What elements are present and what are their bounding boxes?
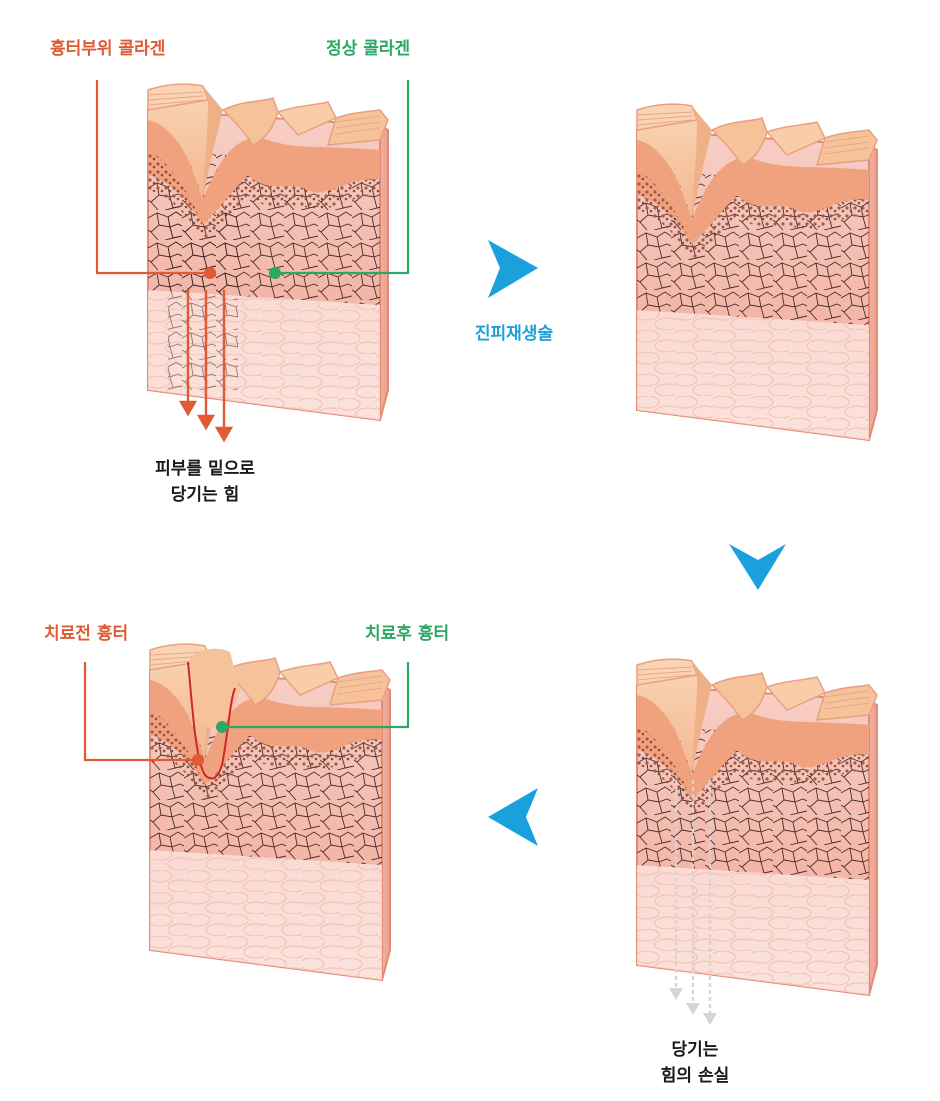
after-treatment-dot [216, 721, 228, 733]
pull-force-label-line2: 당기는 힘 [171, 484, 239, 505]
scar-collagen-label: 흉터부위 콜라겐 [50, 38, 165, 59]
lost-force-label-line1: 당기는 [672, 1040, 719, 1060]
skin-block-4 [150, 644, 390, 980]
left-arrow-icon [488, 788, 538, 846]
panel-2 [637, 104, 877, 440]
panel-3: 당기는 힘의 손실 [637, 659, 877, 1086]
skin-block-2 [637, 104, 877, 440]
panel-4: 치료전 흉터 치료후 흉터 [44, 623, 449, 980]
pull-force-label-line1: 피부를 밑으로 [155, 459, 255, 479]
skin-block-3 [637, 659, 877, 995]
down-arrow-icon [729, 544, 786, 590]
scar-collagen-dot [204, 267, 216, 279]
normal-collagen-label: 정상 콜라겐 [326, 39, 410, 59]
skin-block-1 [148, 84, 388, 420]
dermal-regeneration-label: 진피재생술 [475, 324, 554, 344]
before-treatment-label: 치료전 흉터 [44, 623, 128, 644]
lost-force-label-line2: 힘의 손실 [661, 1065, 729, 1086]
panel-1: 흉터부위 콜라겐 정상 콜라겐 피부를 밑으로 당기는 힘 [50, 38, 410, 505]
pull-down-arrows [181, 290, 231, 440]
before-treatment-dot [192, 754, 204, 766]
after-treatment-label: 치료후 흉터 [365, 623, 449, 644]
right-arrow-icon [488, 240, 538, 298]
normal-collagen-dot [269, 267, 281, 279]
